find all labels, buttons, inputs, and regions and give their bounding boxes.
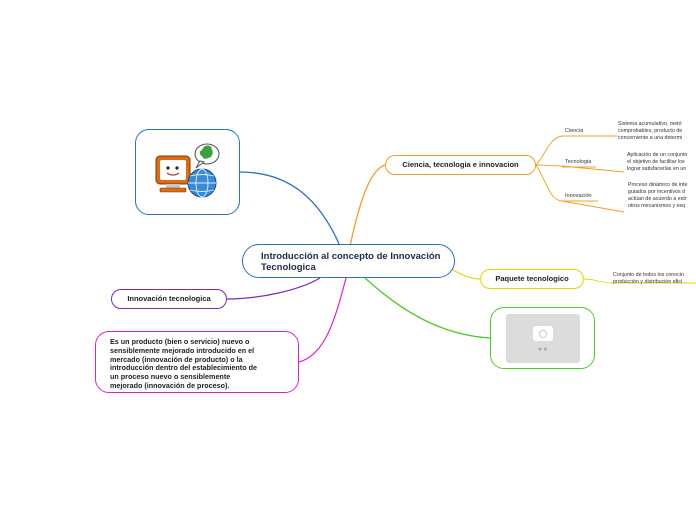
subtopic-innovacion-label[interactable]: Innovación <box>565 193 592 199</box>
link-ciencia-tecnologia <box>535 164 625 173</box>
desc-line: concerniente a una determi <box>618 135 683 141</box>
desc-line: actúan de acuerdo a estr <box>628 196 687 202</box>
desc-line: otros mecanismos y esq <box>628 203 686 209</box>
link-central-ciencia <box>349 164 386 247</box>
desc-line: Proceso dinámico de inte <box>628 182 688 188</box>
subtopic-tecnologia-label[interactable]: Tecnologia <box>565 159 592 165</box>
definicion-line: un proceso nuevo o sensiblemente <box>110 372 231 382</box>
definicion-line: Es un producto (bien o servicio) nuevo o <box>110 337 250 346</box>
desc-line: el objetivo de facilitar los <box>627 159 685 165</box>
link-central-image1 <box>239 171 341 247</box>
subtopic-ciencia-label[interactable]: Ciencia <box>565 128 584 134</box>
branch-paquete-node[interactable]: Paquete tecnologico <box>480 269 584 289</box>
desc-line: producción y distribución efici <box>613 279 683 285</box>
image-node-computer[interactable] <box>135 129 240 215</box>
branch-ciencia-label: Ciencia, tecnologia e innovacion <box>402 160 519 169</box>
image-placeholder: ●● <box>506 314 580 363</box>
definicion-line: mejorado (innovación de proceso). <box>110 380 230 390</box>
desc-line: Sistema acumulativo, metó <box>618 121 682 127</box>
desc-innovacion[interactable]: Proceso dinámico de inte guiados por inc… <box>628 182 687 210</box>
link-central-image2 <box>364 277 491 339</box>
desc-line: lograr satisfacerlas en un <box>627 166 687 172</box>
branch-ciencia-node[interactable]: Ciencia, tecnologia e innovacion <box>385 155 536 175</box>
desc-line: guiados por incentivos d <box>628 189 686 195</box>
image-node-placeholder[interactable]: ●● <box>490 307 595 369</box>
desc-line: comprobables, producto de <box>618 128 683 134</box>
branch-paquete-label: Paquete tecnologico <box>495 274 569 283</box>
definicion-line: mercado (innovación de producto) o la <box>110 354 243 364</box>
definicion-line: introducción dentro del establecimiento … <box>110 363 257 373</box>
central-topic-title: Introducción al concepto de Innovación T… <box>261 251 441 273</box>
definicion-line: sensiblemente mejorado introducido en el <box>110 345 255 355</box>
link-paquete-detail <box>583 278 696 284</box>
link-ciencia-ciencia <box>535 135 618 166</box>
desc-line: Aplicación de un conjunto <box>627 152 688 158</box>
link-central-definicion <box>298 277 347 363</box>
desc-tecnologia[interactable]: Aplicación de un conjunto el objetivo de… <box>627 152 687 173</box>
central-topic-node[interactable]: Introducción al concepto de Innovación T… <box>242 244 455 278</box>
branch-innovacion-node[interactable]: Innovación tecnologica <box>111 289 227 309</box>
link-central-innovacion <box>226 277 321 300</box>
branch-innovacion-label: Innovación tecnologica <box>127 294 211 303</box>
computer-globe-icon <box>155 143 220 198</box>
desc-paquete[interactable]: Conjunto de todos los conocin producción… <box>613 272 684 286</box>
camera-placeholder-icon <box>533 326 553 341</box>
desc-ciencia[interactable]: Sistema acumulativo, metó comprobables, … <box>618 121 682 142</box>
branch-definicion-node[interactable]: Es un producto (bien o servicio) nuevo o… <box>95 331 299 393</box>
pagination-dots-icon: ●● <box>538 346 549 353</box>
desc-line: Conjunto de todos los conocin <box>613 272 684 278</box>
link-ciencia-innovacion <box>535 164 625 213</box>
